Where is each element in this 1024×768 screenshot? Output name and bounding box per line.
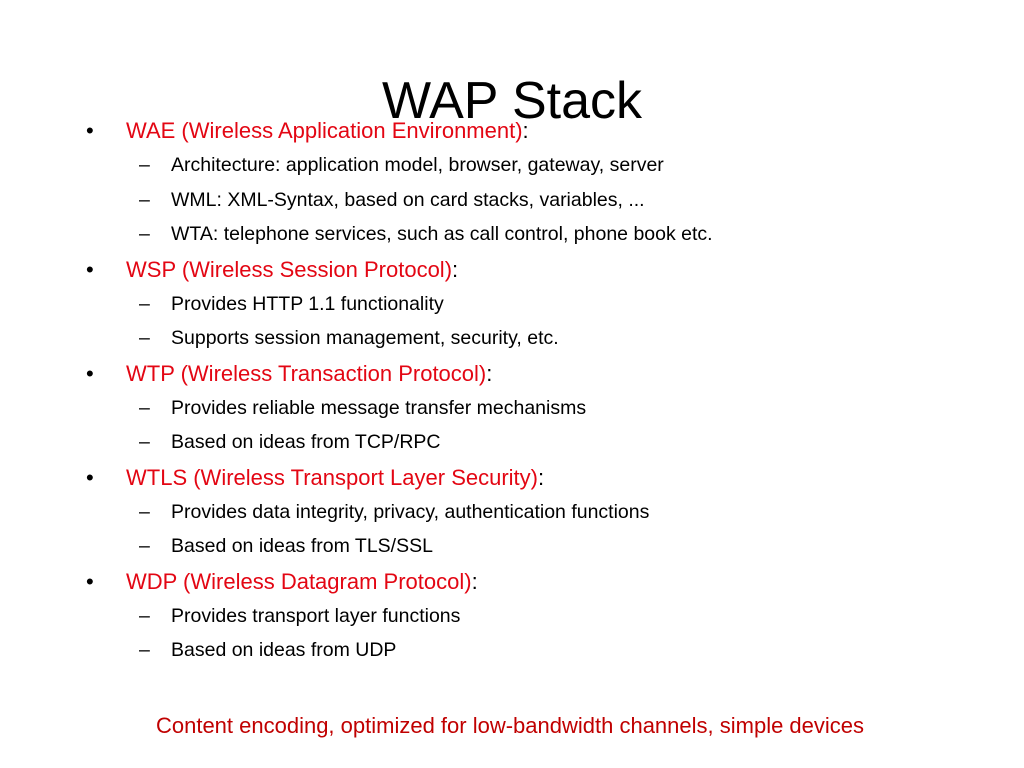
sub-item: – Provides data integrity, privacy, auth… [86,495,986,530]
sub-marker: – [139,154,150,176]
sub-list: – Provides transport layer functions – B… [86,599,986,668]
bullet-marker: • [86,360,94,386]
sub-item: – WML: XML-Syntax, based on card stacks,… [86,183,986,218]
sub-item-text: Architecture: application model, browser… [171,154,664,176]
bullet-suffix: : [471,568,478,594]
sub-item: – Provides transport layer functions [86,599,986,634]
slide-title: WAP Stack [381,71,643,130]
bullet-item: • WSP (Wireless Session Protocol): [86,252,986,287]
sub-item-text: WTA: telephone services, such as call co… [171,223,713,245]
sub-item: – Provides HTTP 1.1 functionality [86,287,986,322]
sub-marker: – [139,500,150,523]
sub-item: – Based on ideas from UDP [86,633,986,668]
sub-marker: – [139,604,150,627]
sub-list: – Provides reliable message transfer mec… [86,391,986,460]
sub-item: – Architecture: application model, brows… [86,148,986,183]
bullet-suffix: : [452,256,459,282]
sub-item: – Based on ideas from TLS/SSL [86,529,986,564]
sub-marker: – [139,431,150,453]
sub-item-text: Provides HTTP 1.1 functionality [171,292,444,315]
bullet-item: • WDP (Wireless Datagram Protocol): [86,564,986,599]
bullet-marker: • [86,568,94,594]
sub-marker: – [139,292,150,315]
bullet-suffix: : [486,360,493,386]
sub-item-text: Supports session management, security, e… [171,327,559,349]
bullet-term: WTLS (Wireless Transport Layer Security) [126,464,538,490]
sub-marker: – [139,535,150,557]
sub-item: – Supports session management, security,… [86,321,986,356]
bullet-item: • WTLS (Wireless Transport Layer Securit… [86,460,986,495]
sub-marker: – [139,188,150,211]
sub-list: – Provides data integrity, privacy, auth… [86,495,986,564]
bullet-term: WDP (Wireless Datagram Protocol) [126,568,472,594]
sub-item-text: WML: XML-Syntax, based on card stacks, v… [171,188,645,211]
sub-item-text: Provides transport layer functions [171,604,461,627]
sub-marker: – [139,327,150,349]
sub-marker: – [139,639,150,661]
sub-item-text: Provides data integrity, privacy, authen… [171,500,650,523]
footer-note: Content encoding, optimized for low-band… [155,713,865,738]
sub-marker: – [139,396,150,419]
sub-item: – WTA: telephone services, such as call … [86,217,986,252]
bullet-term: WAE (Wireless Application Environment) [126,118,523,143]
bullet-item: • WAE (Wireless Application Environment)… [86,113,986,148]
bullet-suffix: : [537,464,545,490]
bullet-term: WSP (Wireless Session Protocol) [126,256,453,282]
sub-item-text: Based on ideas from TCP/RPC [171,431,441,453]
sub-list: – Provides HTTP 1.1 functionality – Supp… [86,287,986,356]
sub-marker: – [139,223,150,245]
bullet-marker: • [86,256,94,282]
sub-item-text: Based on ideas from TLS/SSL [171,535,433,557]
sub-item-text: Based on ideas from UDP [171,639,397,661]
sub-item: – Based on ideas from TCP/RPC [86,425,986,460]
sub-item-text: Provides reliable message transfer mecha… [171,396,587,419]
sub-item: – Provides reliable message transfer mec… [86,391,986,426]
sub-list: – Architecture: application model, brows… [86,148,986,252]
bullet-suffix: : [522,118,529,143]
bullet-item: • WTP (Wireless Transaction Protocol): [86,356,986,391]
bullet-marker: • [86,464,94,490]
bullet-term: WTP (Wireless Transaction Protocol) [126,360,487,386]
bullet-marker: • [86,118,94,143]
bullet-list: • WAE (Wireless Application Environment)… [86,113,986,668]
